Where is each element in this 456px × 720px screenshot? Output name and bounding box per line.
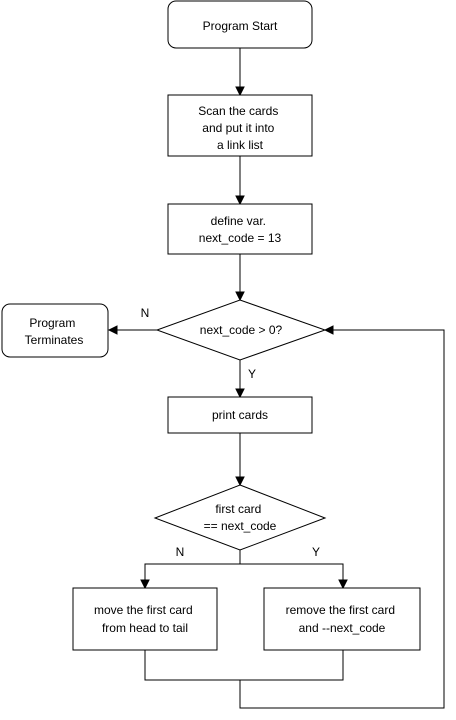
first-card-compare-diamond <box>153 484 327 551</box>
node-next-code-check: next_code > 0? <box>155 299 327 361</box>
node-scan-cards: Scan the cards and put it into a link li… <box>167 94 313 157</box>
arrowhead-compare-to-move <box>140 579 150 590</box>
program-terminates-line-2: Terminates <box>25 333 84 347</box>
arrowhead-start-to-scan <box>235 86 245 97</box>
program-terminates-line-1: Program <box>29 316 75 330</box>
next-code-check-text: next_code > 0? <box>200 323 283 337</box>
print-cards-box <box>167 396 313 434</box>
node-program-start: Program Start <box>167 0 313 49</box>
define-var-line-2: next_code = 13 <box>199 231 282 245</box>
arrowhead-check-to-print <box>235 388 245 399</box>
arrowhead-print-to-compare <box>235 476 245 487</box>
first-card-compare-line-2: == next_code <box>204 519 277 533</box>
next-code-check-diamond <box>155 299 327 361</box>
move-first-card-box <box>72 587 218 651</box>
remove-first-card-line-2: and --next_code <box>299 621 386 635</box>
first-card-compare-text: first card == next_code <box>204 502 277 533</box>
define-var-box <box>167 203 313 255</box>
move-first-card-line-1: move the first card <box>94 603 193 617</box>
edge-loop-back-to-check <box>239 329 445 709</box>
edge-merge-loop <box>144 650 344 681</box>
node-move-first-card: move the first card from head to tail <box>72 587 218 651</box>
scan-cards-text: Scan the cards and put it into a link li… <box>198 104 281 152</box>
next-code-check-line-1: next_code > 0? <box>200 323 283 337</box>
program-terminates-box <box>1 303 109 358</box>
program-start-line-1: Program Start <box>203 19 278 33</box>
program-start-text: Program Start <box>203 19 278 33</box>
edge-labels: N Y N Y <box>141 306 320 559</box>
first-card-compare-line-1: first card <box>215 502 261 516</box>
program-terminates-text: Program Terminates <box>25 316 84 347</box>
arrowhead-define-to-check <box>235 291 245 302</box>
node-define-var: define var. next_code = 13 <box>167 203 313 255</box>
node-print-cards: print cards <box>167 396 313 434</box>
arrowhead-compare-to-remove <box>338 579 348 590</box>
node-program-terminates: Program Terminates <box>1 303 109 358</box>
label-check-yes: Y <box>248 367 256 381</box>
edge-compare-to-move <box>144 550 241 581</box>
scan-cards-line-3: a link list <box>217 138 264 152</box>
remove-first-card-text: remove the first card and --next_code <box>286 603 399 635</box>
label-compare-no: N <box>176 545 185 559</box>
edge-compare-to-remove <box>240 563 344 581</box>
node-remove-first-card: remove the first card and --next_code <box>263 587 421 651</box>
label-compare-yes: Y <box>312 545 320 559</box>
move-first-card-text: move the first card from head to tail <box>94 603 196 635</box>
print-cards-text: print cards <box>212 408 268 422</box>
arrowhead-check-to-terminate <box>107 325 118 335</box>
edges <box>107 48 445 709</box>
program-start-box <box>167 0 313 49</box>
define-var-text: define var. next_code = 13 <box>199 214 282 245</box>
label-check-no: N <box>141 306 150 320</box>
define-var-line-1: define var. <box>211 214 266 228</box>
move-first-card-line-2: from head to tail <box>102 621 188 635</box>
scan-cards-line-1: Scan the cards <box>198 104 278 118</box>
scan-cards-line-2: and put it into <box>202 121 274 135</box>
node-first-card-compare: first card == next_code <box>153 484 327 551</box>
arrowhead-loop-back-to-check <box>323 325 334 335</box>
remove-first-card-box <box>263 587 421 651</box>
print-cards-line-1: print cards <box>212 408 268 422</box>
arrowhead-scan-to-define <box>235 195 245 206</box>
scan-cards-box <box>167 94 313 157</box>
remove-first-card-line-1: remove the first card <box>286 603 395 617</box>
